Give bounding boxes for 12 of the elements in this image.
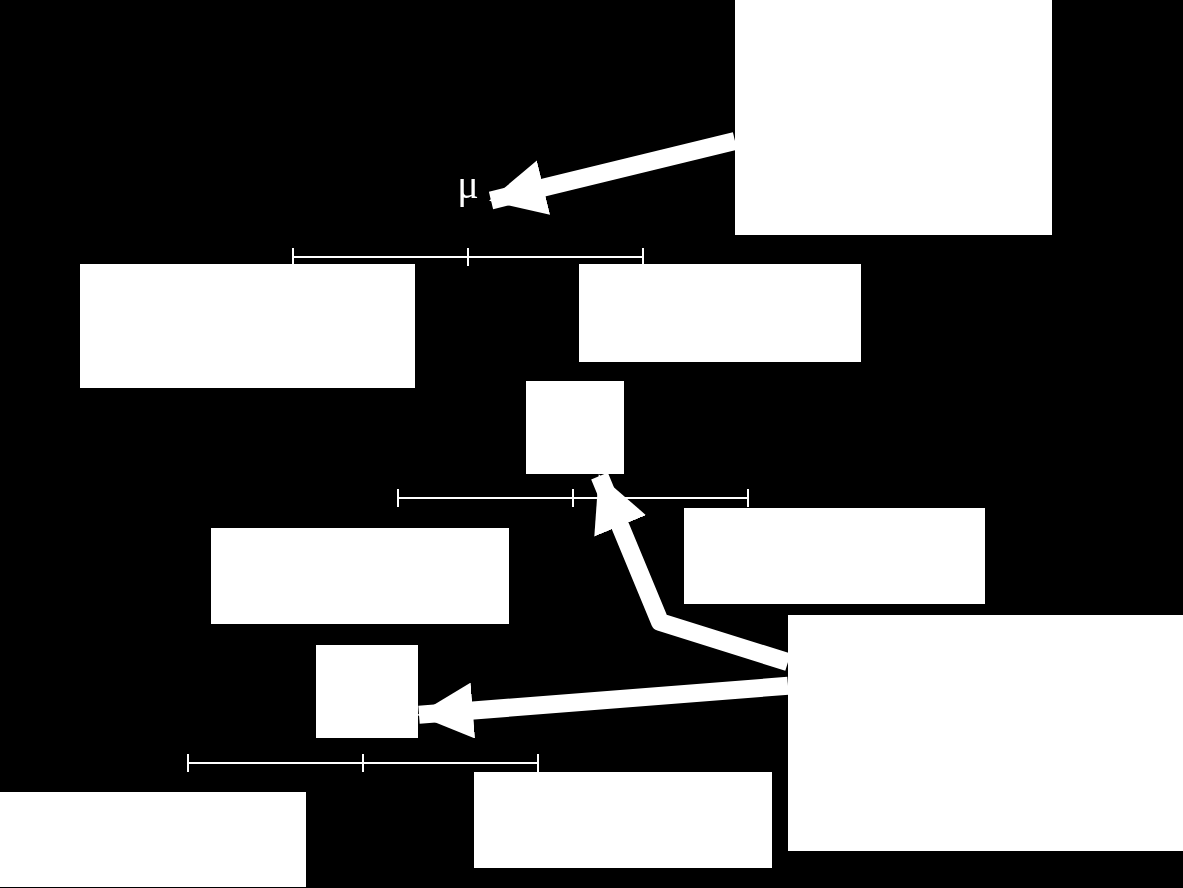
blank-box (788, 615, 1183, 851)
blank-box (0, 792, 306, 887)
arrow (417, 676, 789, 739)
blank-box (735, 0, 1052, 235)
blank-box (80, 264, 415, 388)
symbol-label: μ (446, 162, 490, 210)
blank-box (211, 528, 509, 624)
blank-box (526, 381, 624, 474)
blank-box (316, 645, 418, 738)
blank-box (684, 508, 985, 604)
blank-box (474, 772, 772, 868)
blank-box (579, 264, 861, 362)
